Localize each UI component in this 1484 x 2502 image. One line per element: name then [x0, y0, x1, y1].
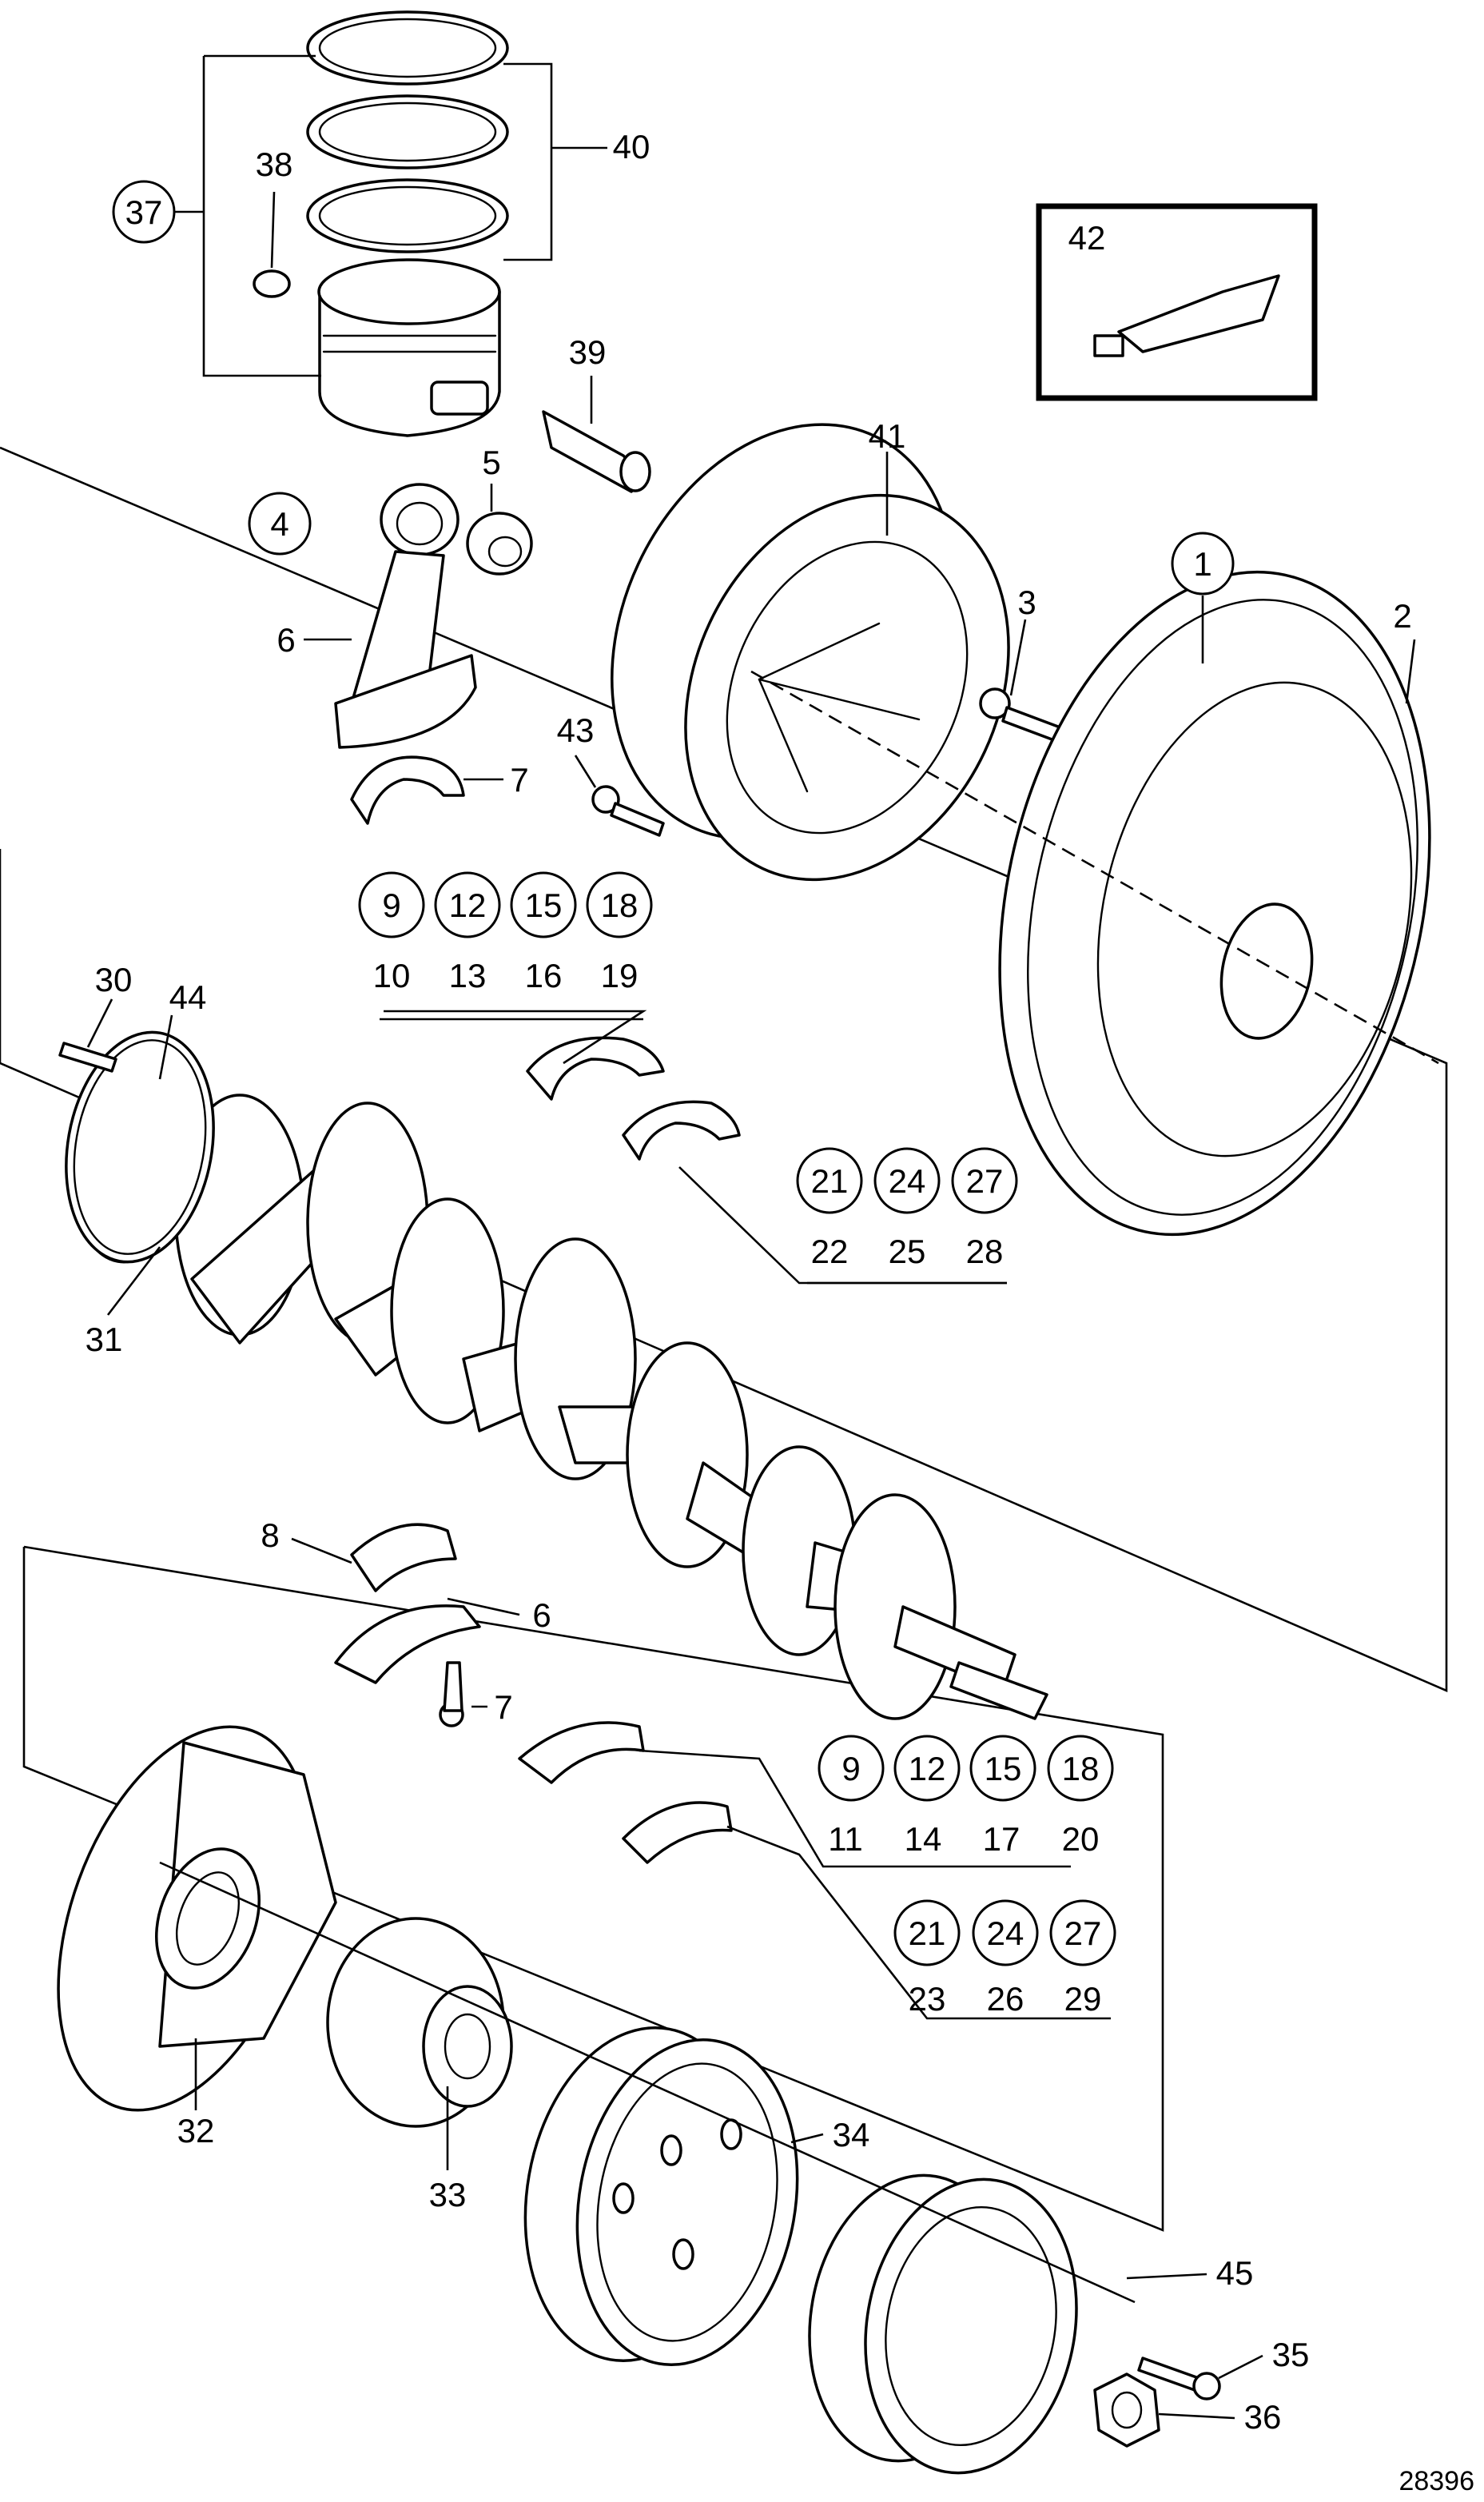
callout-34: 34	[833, 2116, 870, 2153]
bearing-circled-label: 18	[1062, 1750, 1100, 1787]
callout-6-lower: 6	[532, 1596, 551, 1634]
callout-44: 44	[169, 978, 207, 1016]
connecting-rod	[334, 483, 477, 749]
bearing-circled-label: 21	[909, 1914, 946, 1952]
bearing-plain-label: 14	[905, 1820, 942, 1858]
callout-35: 35	[1272, 2336, 1310, 2373]
circled-callouts: 37 4 1	[112, 180, 1235, 596]
bearing-plain-label: 19	[601, 957, 639, 994]
callout-5: 5	[482, 444, 500, 481]
callout-41: 41	[869, 417, 906, 455]
main-bearing-upper	[526, 1036, 741, 1161]
callout-7: 7	[510, 761, 528, 799]
bearing-group-thrust-lower: 21 24 27 23 26 29	[893, 1899, 1116, 2018]
piston	[317, 258, 501, 437]
callout-32: 32	[177, 2112, 215, 2149]
timing-gear	[326, 1917, 513, 2128]
bearing-circled-label: 9	[382, 886, 400, 924]
callout-38: 38	[256, 145, 293, 183]
callout-42: 42	[1068, 219, 1106, 257]
damper	[808, 2173, 1078, 2475]
bearing-plain-label: 22	[811, 1233, 849, 1270]
callout-45: 45	[1216, 2254, 1254, 2292]
callout-1: 1	[1193, 545, 1211, 583]
bearing-plain-label: 28	[966, 1233, 1004, 1270]
bearing-plain-label: 10	[373, 957, 411, 994]
bearing-circled-label: 24	[987, 1914, 1024, 1952]
main-bearing-lower	[334, 1523, 733, 1864]
callout-37: 37	[125, 193, 163, 231]
bearing-circled-label: 27	[966, 1162, 1004, 1200]
bearing-group-main-upper: 9 12 15 18 10 13 16 19	[358, 871, 653, 994]
callout-3: 3	[1017, 584, 1036, 621]
crank-pulley	[523, 2026, 799, 2366]
bearing-circled-label: 21	[811, 1162, 849, 1200]
bearing-group-thrust-upper: 21 24 27 22 25 28	[796, 1147, 1018, 1270]
crank-nut	[1093, 2373, 1160, 2448]
bearing-circled-label: 9	[841, 1750, 860, 1787]
rod-bearing-shell	[350, 755, 465, 825]
bearing-plain-label: 23	[909, 1980, 946, 2018]
crankshaft	[73, 1054, 1048, 1720]
front-centerline	[159, 1861, 1136, 2304]
bearing-plain-label: 11	[828, 1820, 863, 1858]
crank-rear-seal	[65, 1030, 215, 1264]
housing-bolt	[591, 785, 665, 837]
diagram-reference-number: 28396	[1398, 2466, 1474, 2496]
sealant-box	[1036, 203, 1318, 401]
cap-bolt	[439, 1661, 464, 1727]
bearing-circled-label: 15	[985, 1750, 1022, 1787]
callout-43: 43	[557, 711, 595, 749]
pin-bushing	[466, 512, 533, 576]
bearing-group-main-lower: 9 12 15 18 11 14 17 20	[818, 1735, 1114, 1858]
bearing-circled-label: 24	[889, 1162, 926, 1200]
piston-pin	[542, 410, 651, 493]
bearing-circled-label: 12	[449, 886, 487, 924]
front-cover	[57, 1725, 337, 2112]
flywheel-housing	[611, 423, 1010, 882]
callout-31: 31	[86, 1321, 123, 1358]
callouts: 2 3 5 6 7 38 39 40 41 42 43 30 44 31 8 6…	[86, 128, 1412, 2436]
callout-2: 2	[1393, 597, 1411, 635]
bearing-plain-label: 26	[987, 1980, 1024, 2018]
bearing-plain-label: 29	[1064, 1980, 1102, 2018]
callout-33: 33	[429, 2176, 467, 2213]
leader-lines	[86, 54, 1416, 2420]
bearing-plain-label: 25	[889, 1233, 926, 1270]
callout-30: 30	[95, 961, 133, 998]
bearing-plain-label: 16	[525, 957, 563, 994]
group-frames	[0, 446, 1448, 2232]
callout-36: 36	[1244, 2398, 1282, 2436]
piston-rings	[306, 10, 509, 253]
bearing-plain-label: 13	[449, 957, 487, 994]
bearing-circled-label: 15	[525, 886, 563, 924]
damper-bolt	[1137, 2357, 1221, 2400]
flywheel	[750, 570, 1439, 1237]
callout-4: 4	[270, 505, 288, 543]
bearing-circled-label: 27	[1064, 1914, 1102, 1952]
callout-40: 40	[613, 128, 650, 165]
callout-6: 6	[277, 621, 295, 659]
snap-ring	[253, 269, 291, 298]
callout-7-lower: 7	[494, 1688, 512, 1726]
callout-39: 39	[569, 333, 607, 371]
bearing-plain-label: 17	[983, 1820, 1020, 1858]
dowel-pin	[58, 1042, 117, 1073]
bearing-circled-label: 18	[601, 886, 639, 924]
callout-8: 8	[261, 1516, 279, 1554]
bearing-plain-label: 20	[1062, 1820, 1100, 1858]
bearing-circled-label: 12	[909, 1750, 946, 1787]
